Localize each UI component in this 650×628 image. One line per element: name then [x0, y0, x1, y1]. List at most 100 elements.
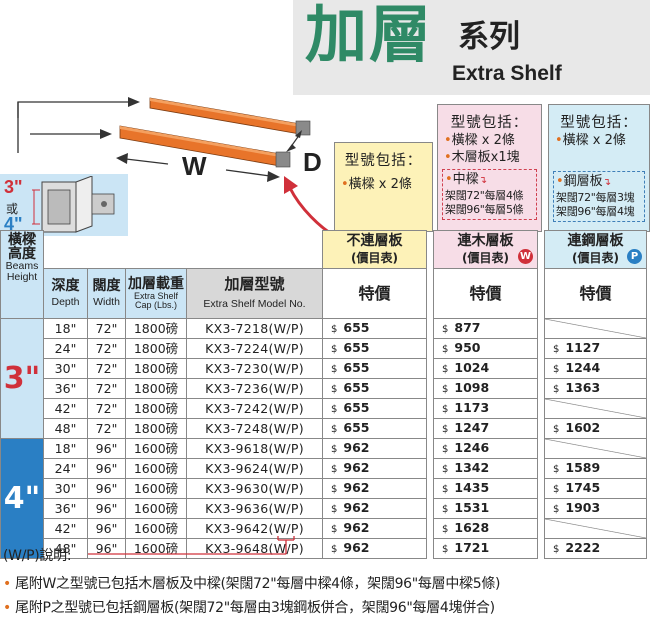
cell-price-steel: $1602	[544, 418, 647, 439]
cell-capacity: 1800磅	[125, 418, 187, 439]
title-band	[293, 0, 650, 95]
plain-special-header: 特價	[322, 268, 427, 319]
or-label: 或	[6, 202, 19, 216]
cell-price-plain: $962	[322, 438, 427, 459]
cell-price-steel	[544, 518, 647, 539]
note-connector	[88, 536, 295, 555]
cell-model: KX3-9618(W/P)	[186, 438, 323, 459]
cell-depth: 36"	[43, 498, 88, 519]
cell-width: 96"	[87, 438, 126, 459]
steel-contents-box: 型號包括： •橫樑 x 2條 •鋼層板↴ 架闊72"每層3塊 架闊96"每層4塊	[548, 104, 650, 232]
cell-price-steel	[544, 318, 647, 339]
width-label: W	[182, 151, 207, 181]
cell-model: KX3-7230(W/P)	[186, 358, 323, 379]
cell-price-steel: $1745	[544, 478, 647, 499]
cell-price-wood: $1435	[433, 478, 538, 499]
cell-width: 72"	[87, 318, 126, 339]
cell-width: 72"	[87, 418, 126, 439]
page-title: 加層	[305, 0, 434, 71]
page-title-english: Extra Shelf	[452, 62, 562, 85]
cell-width: 96"	[87, 458, 126, 479]
cell-price-steel	[544, 398, 647, 419]
wood-crossbeam-note: •中樑↴ 架闊72"每層4條 架闊96"每層5條	[442, 169, 537, 220]
cell-width: 96"	[87, 518, 126, 539]
cell-capacity: 1800磅	[125, 378, 187, 399]
cell-price-steel: $1363	[544, 378, 647, 399]
cell-price-wood: $1173	[433, 398, 538, 419]
cell-price-steel: $2222	[544, 538, 647, 559]
cell-capacity: 1800磅	[125, 358, 187, 379]
cell-model: KX3-7248(W/P)	[186, 418, 323, 439]
cell-capacity: 1800磅	[125, 398, 187, 419]
cell-capacity: 1600磅	[125, 438, 187, 459]
cell-price-wood: $1342	[433, 458, 538, 479]
group-height-label: 3"	[0, 318, 44, 439]
cell-model: KX3-7218(W/P)	[186, 318, 323, 339]
cell-price-plain: $962	[322, 498, 427, 519]
cell-price-plain: $655	[322, 418, 427, 439]
wood-box-item: •橫樑 x 2條	[444, 133, 515, 148]
cell-width: 72"	[87, 398, 126, 419]
cell-depth: 18"	[43, 318, 88, 339]
cell-model: KX3-7224(W/P)	[186, 338, 323, 359]
cell-width: 96"	[87, 478, 126, 499]
cell-width: 72"	[87, 358, 126, 379]
cell-price-wood: $950	[433, 338, 538, 359]
cell-price-plain: $962	[322, 538, 427, 559]
steel-badge-icon: P	[627, 249, 642, 264]
cell-capacity: 1800磅	[125, 338, 187, 359]
cell-depth: 30"	[43, 478, 88, 499]
steel-box-item: •橫樑 x 2條	[555, 133, 626, 148]
plain-header: 不連層板(價目表)	[322, 230, 427, 269]
wp-note-label: (W/P)說明:	[3, 548, 72, 564]
beam-size-4: 4"	[4, 214, 23, 234]
steel-header: 連鋼層板(價目表) P	[544, 230, 647, 269]
cell-price-plain: $962	[322, 458, 427, 479]
steel-box-head: 型號包括：	[560, 115, 638, 131]
cell-price-plain: $655	[322, 318, 427, 339]
cell-price-steel: $1903	[544, 498, 647, 519]
wood-box-item: •木層板x1塊	[444, 150, 520, 165]
cell-model: KX3-9624(W/P)	[186, 458, 323, 479]
cell-model: KX3-9642(W/P)	[186, 518, 323, 539]
cell-capacity: 1600磅	[125, 458, 187, 479]
cell-price-wood: $1246	[433, 438, 538, 459]
cell-price-steel: $1589	[544, 458, 647, 479]
cell-price-steel	[544, 438, 647, 459]
price-table: 橫樑 高度 Beams Height 不連層板(價目表) 連木層板(價目表) W…	[0, 230, 647, 559]
note-p: • 尾附P之型號已包括鋼層板(架闊72"每層由3塊鋼板併合，架闊96"每層4塊併…	[3, 600, 495, 616]
cell-capacity: 1600磅	[125, 478, 187, 499]
cell-price-plain: $655	[322, 338, 427, 359]
cell-price-wood: $1531	[433, 498, 538, 519]
cell-width: 72"	[87, 378, 126, 399]
cell-depth: 24"	[43, 458, 88, 479]
cell-depth: 36"	[43, 378, 88, 399]
steel-special-header: 特價	[544, 268, 647, 319]
cell-price-wood: $1628	[433, 518, 538, 539]
steel-panel-note: •鋼層板↴ 架闊72"每層3塊 架闊96"每層4塊	[553, 171, 645, 222]
wood-special-header: 特價	[433, 268, 538, 319]
cell-price-plain: $655	[322, 358, 427, 379]
cell-price-wood: $1247	[433, 418, 538, 439]
depth-label: D	[303, 147, 322, 177]
page-title-series: 系列	[458, 19, 520, 55]
cell-price-plain: $655	[322, 398, 427, 419]
cell-price-steel: $1127	[544, 338, 647, 359]
cell-price-wood: $1024	[433, 358, 538, 379]
cell-depth: 30"	[43, 358, 88, 379]
cell-price-wood: $1721	[433, 538, 538, 559]
